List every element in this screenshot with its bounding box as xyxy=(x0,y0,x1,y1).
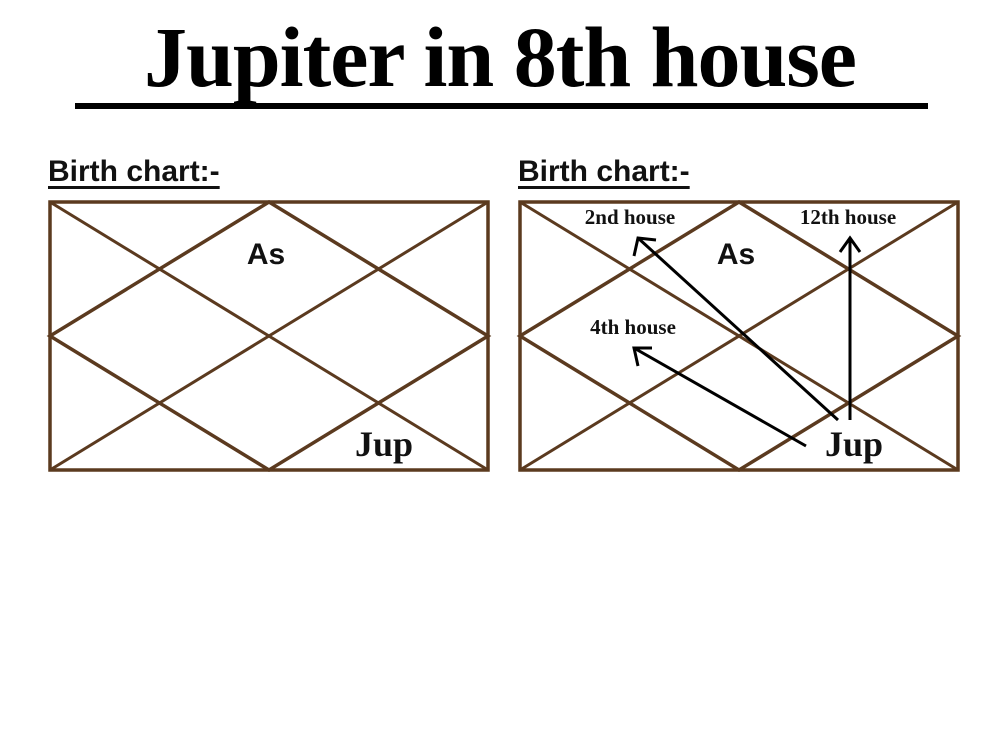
aspect-arrow-fourth-house xyxy=(632,346,807,448)
chart-diagonal-anti xyxy=(519,200,959,472)
page-title: Jupiter in 8th house xyxy=(144,9,857,105)
fourth-house-label: 4th house xyxy=(590,315,676,339)
aspect-arrow-twelfth-house xyxy=(838,235,862,420)
second-house-label: 2nd house xyxy=(585,205,675,229)
chart-inner-diamond xyxy=(46,199,492,473)
aspect-arrow-second-house xyxy=(632,236,840,422)
chart-diagonal-anti xyxy=(49,200,489,472)
birth-chart-right: As Jup 2nd house 12th house 4th house xyxy=(516,199,962,473)
birth-chart-heading-right: Birth chart:- xyxy=(518,155,690,188)
birth-chart-left: As Jup xyxy=(46,199,492,473)
ascendant-label: As xyxy=(247,238,285,271)
twelfth-house-label: 12th house xyxy=(800,205,896,229)
jupiter-label: Jup xyxy=(355,424,413,464)
ascendant-label: As xyxy=(717,238,755,271)
jupiter-label: Jup xyxy=(825,424,883,464)
chart-inner-diamond xyxy=(516,199,962,473)
birth-chart-heading-left: Birth chart:- xyxy=(48,155,220,188)
title-underline xyxy=(75,103,928,109)
